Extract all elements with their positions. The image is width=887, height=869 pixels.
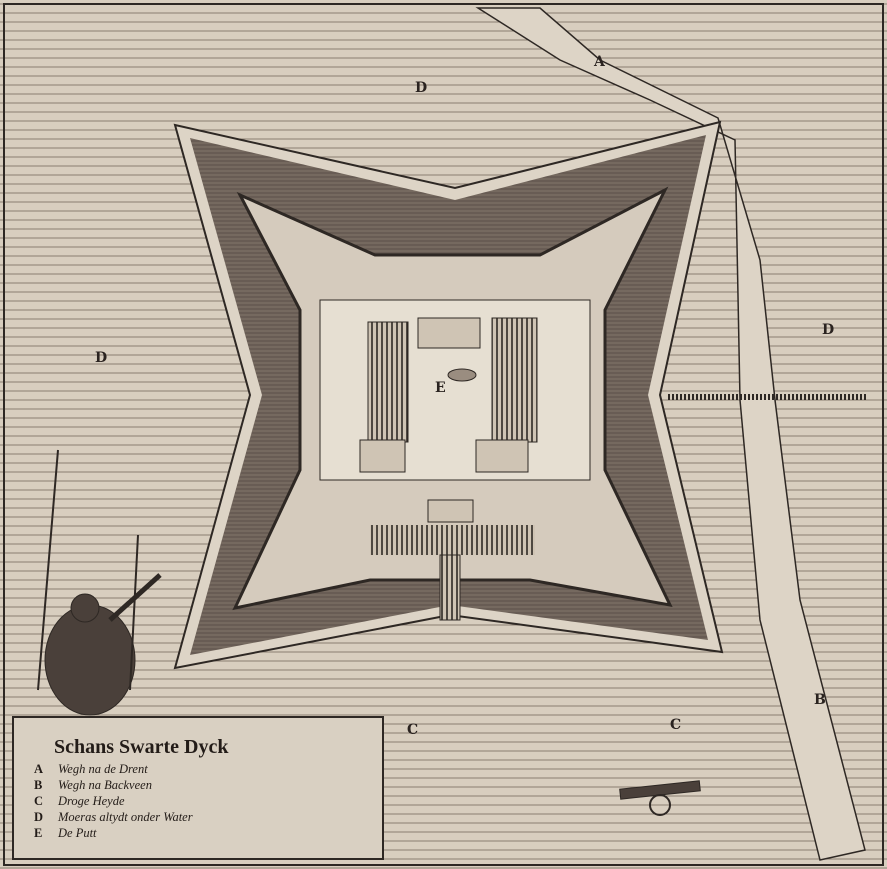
legend-key: D [34,810,44,824]
legend-item: E De Putt [34,825,382,841]
house-right [475,439,529,473]
legend-item: C Droge Heyde [34,793,382,809]
legend-key: A [34,762,44,776]
legend-item: A Wegh na de Drent [34,761,382,777]
legend-text: Wegh na Backveen [58,778,152,792]
legend-cartouche: Schans Swarte Dyck A Wegh na de Drent B We… [12,716,384,860]
label-e: E [435,380,446,396]
cannon-illustration [619,780,701,816]
legend-item: D Moeras altydt onder Water [34,809,382,825]
soldiers-illustration [37,449,162,716]
legend-key: E [34,826,43,840]
legend-text: Moeras altydt onder Water [58,810,193,824]
gatehouse [427,499,474,523]
bridge [439,554,461,621]
house-left [359,439,406,473]
well-e [447,368,477,382]
label-c-2: C [670,717,682,733]
label-d-2: D [95,350,108,366]
frame-border [3,3,884,866]
building-top [417,317,481,349]
label-d-3: D [822,322,835,338]
legend-key: C [34,794,44,808]
barracks-right [491,317,538,443]
palisade-south [370,525,535,555]
label-d-1: D [415,80,428,96]
legend-text: Wegh na de Drent [58,762,148,776]
legend-key: B [34,778,43,792]
road-a-b [475,7,866,861]
legend-text: De Putt [58,826,97,840]
legend-text: Droge Heyde [58,794,125,808]
label-b: B [814,692,826,708]
label-c-1: C [407,722,419,738]
label-a: A [594,54,605,70]
barracks-left [367,321,409,443]
legend-item: B Wegh na Backveen [34,777,382,793]
map-title: Schans Swarte Dyck [54,736,229,758]
